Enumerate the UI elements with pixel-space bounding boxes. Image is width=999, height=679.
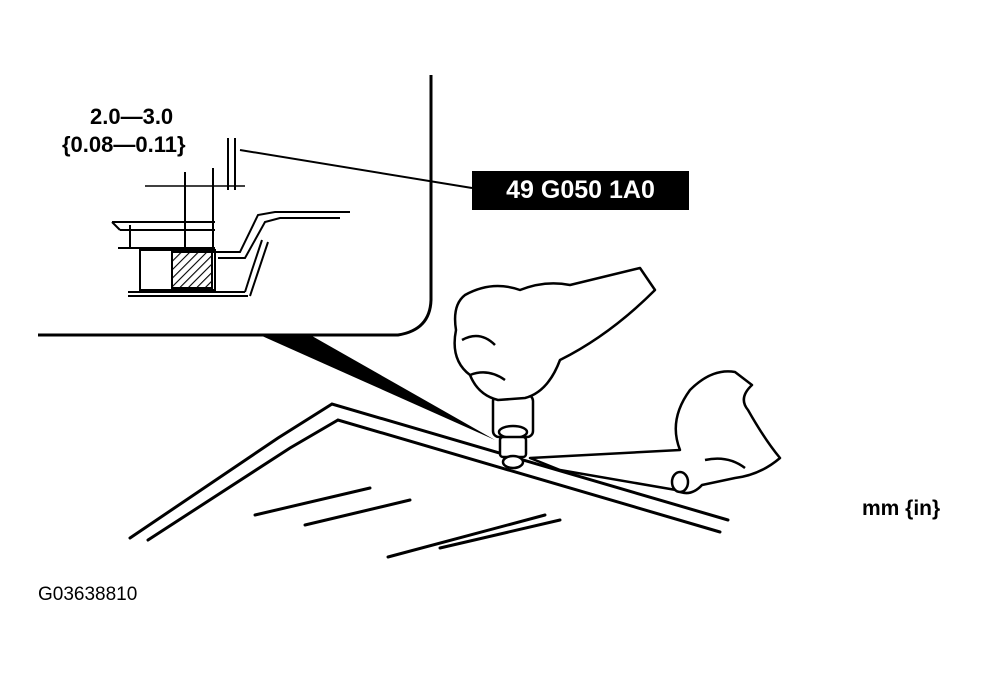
detail-inset-frame [38,75,433,337]
magnification-wedge [262,336,495,440]
rivet-tool [491,393,535,470]
unit-label: mm {in} [862,497,941,520]
figure-id: G03638810 [38,584,138,605]
tool-number-box: 49 G050 1A0 [472,171,689,210]
hand-on-rivet [528,370,782,495]
hand-on-tool [453,266,657,402]
cross-section-detail [111,138,350,297]
roof-panel-lines [128,402,730,559]
tool-number-label: 49 G050 1A0 [506,176,655,204]
tool-leader-line [239,149,473,189]
dimension-label-mm: 2.0—3.0 [90,104,174,129]
dimension-label-in: {0.08—0.11} [62,132,186,157]
